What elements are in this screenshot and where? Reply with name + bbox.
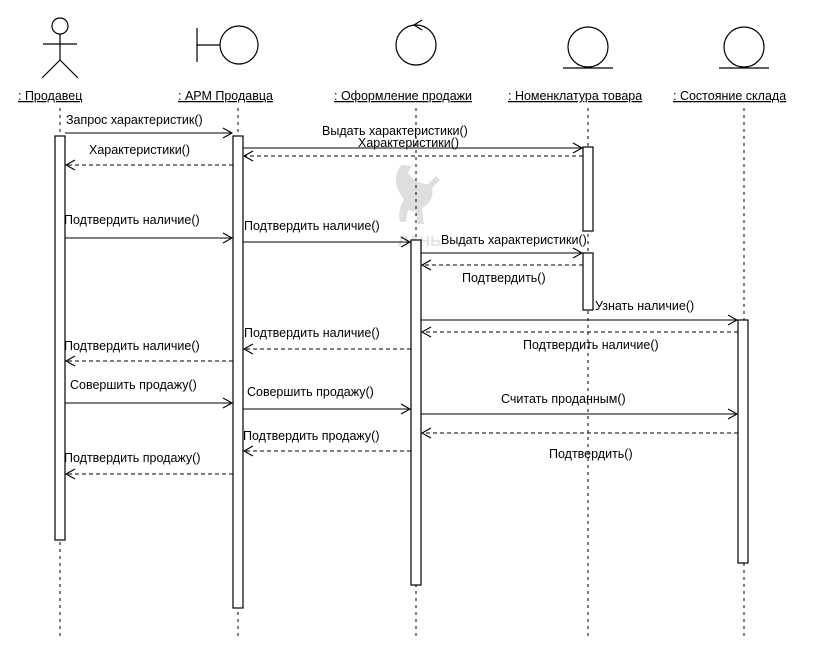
watermark-logo: ЛАНЬ xyxy=(395,165,441,250)
message-confirm-return: Подтвердить() xyxy=(420,427,738,461)
message-confirm-sale-return: Подтвердить продажу() xyxy=(242,429,411,457)
message-confirm-availability-return: Подтвердить наличие() xyxy=(420,326,738,352)
activation-bar xyxy=(410,239,422,586)
message-label: Подтвердить() xyxy=(549,447,633,461)
message-issue-characteristics: Выдать характеристики() xyxy=(421,233,587,259)
message-confirm-availability-return: Подтвердить наличие() xyxy=(64,339,233,367)
message-label: Подтвердить() xyxy=(462,271,546,285)
lifeline-label-stock-state: : Состояние склада xyxy=(673,89,786,103)
message-label: Подтвердить наличие() xyxy=(64,339,200,353)
message-label: Характеристики() xyxy=(89,143,190,157)
control-icon xyxy=(395,19,437,66)
activation-bar xyxy=(582,146,594,232)
message-confirm-sale-return: Подтвердить продажу() xyxy=(64,451,233,480)
message-confirm-return: Подтвердить() xyxy=(420,259,583,285)
message-label: Выдать характеристики() xyxy=(322,124,468,138)
message-confirm-availability-return: Подтвердить наличие() xyxy=(242,326,411,355)
entity-icon xyxy=(719,26,769,69)
message-mark-as-sold: Считать проданным() xyxy=(421,392,739,420)
message-label: Совершить продажу() xyxy=(247,385,374,399)
message-label: Подтвердить наличие() xyxy=(244,326,380,340)
message-characteristics-return: Характеристики() xyxy=(242,136,583,162)
message-confirm-availability: Подтвердить наличие() xyxy=(243,219,412,248)
activation-bar xyxy=(582,252,594,311)
lifeline-label-sale-processing: : Оформление продажи xyxy=(334,89,472,103)
message-label: Узнать наличие() xyxy=(595,299,694,313)
message-request-characteristics: Запрос характеристик() xyxy=(65,113,234,139)
entity-icon xyxy=(563,26,613,69)
message-label: Выдать характеристики() xyxy=(441,233,587,247)
message-issue-characteristics: Выдать характеристики() xyxy=(243,124,584,154)
activation-bar xyxy=(232,135,244,609)
boundary-icon xyxy=(196,25,259,65)
message-make-sale: Совершить продажу() xyxy=(65,378,234,409)
activation-bar xyxy=(737,319,749,564)
message-label: Подтвердить продажу() xyxy=(243,429,380,443)
lifeline-label-product-catalog: : Номенклатура товара xyxy=(508,89,642,103)
message-characteristics-return: Характеристики() xyxy=(64,143,233,171)
message-check-availability: Узнать наличие() xyxy=(421,299,739,326)
message-label: Характеристики() xyxy=(358,136,459,150)
activation-bar xyxy=(54,135,66,541)
message-label: Считать проданным() xyxy=(501,392,626,406)
message-label: Подтвердить наличие() xyxy=(64,213,200,227)
lifeline-label-seller-workstation: : АРМ Продавца xyxy=(178,89,273,103)
message-make-sale: Совершить продажу() xyxy=(243,385,412,415)
message-label: Подтвердить продажу() xyxy=(64,451,201,465)
message-confirm-availability: Подтвердить наличие() xyxy=(64,213,234,244)
message-label: Совершить продажу() xyxy=(70,378,197,392)
lifeline-label-seller: : Продавец xyxy=(18,89,82,103)
message-label: Подтвердить наличие() xyxy=(244,219,380,233)
message-label: Подтвердить наличие() xyxy=(523,338,659,352)
actor-icon xyxy=(41,17,79,79)
message-label: Запрос характеристик() xyxy=(66,113,203,127)
